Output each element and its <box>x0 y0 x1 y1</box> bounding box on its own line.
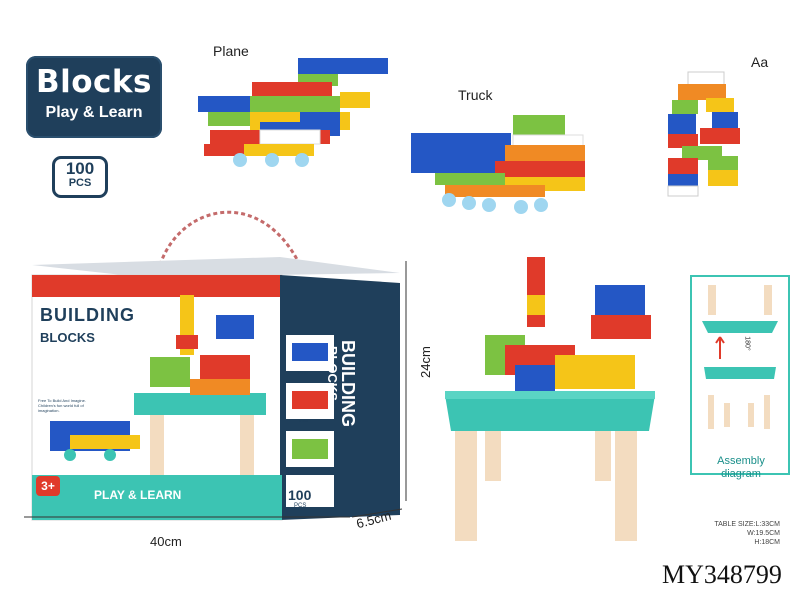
box-panel-plane: Plane <box>298 370 309 375</box>
letter-a-model-image <box>667 71 740 197</box>
age-badge: 3+ <box>36 476 60 496</box>
assembled-table-image <box>445 257 655 541</box>
table-size-length: TABLE SIZE:L:33CM <box>714 521 780 528</box>
table-size-height: H:18CM <box>754 539 780 546</box>
box-count: 100 <box>288 487 312 503</box>
pieces-count: 100 <box>65 159 95 178</box>
truck-label: Truck <box>458 87 493 103</box>
rotate-label: 180° <box>743 336 751 351</box>
pieces-unit: PCS <box>68 177 92 189</box>
truck-model-image <box>411 115 585 214</box>
table-size: TABLE SIZE:L:33CM W:19.5CM H:18CM <box>700 520 780 547</box>
product-box-image <box>31 210 400 521</box>
width-dimension: 40cm <box>150 534 182 549</box>
box-title-line1: BUILDING <box>40 305 135 325</box>
assembly-diagram-image <box>690 275 790 475</box>
height-dimension: 24cm <box>418 346 433 378</box>
logo-subtitle: Play & Learn <box>45 104 143 121</box>
plane-model-image <box>198 58 388 167</box>
dimension-lines <box>24 261 407 518</box>
box-title-line2: BLOCKS <box>40 330 95 345</box>
box-panel-diy: DIY assembled building blocks <box>288 466 330 476</box>
product-code: MY348799 <box>662 560 782 589</box>
pieces-badge: 100 PCS <box>52 156 108 198</box>
assembly-diagram-label: Assembly diagram <box>717 455 765 480</box>
brand-logo: Blocks Play & Learn <box>26 56 162 138</box>
logo-title: Blocks <box>36 64 152 100</box>
box-panel-truck: Truck <box>298 418 308 423</box>
box-tagline: PLAY & LEARN <box>94 488 182 502</box>
letters-label: Aa <box>751 54 769 70</box>
box-count-unit: PCS <box>294 503 307 509</box>
plane-label: Plane <box>213 43 249 59</box>
box-free-text: Free To Build And Imagine. Children's fu… <box>38 398 86 413</box>
table-size-width: W:19.5CM <box>747 530 780 537</box>
